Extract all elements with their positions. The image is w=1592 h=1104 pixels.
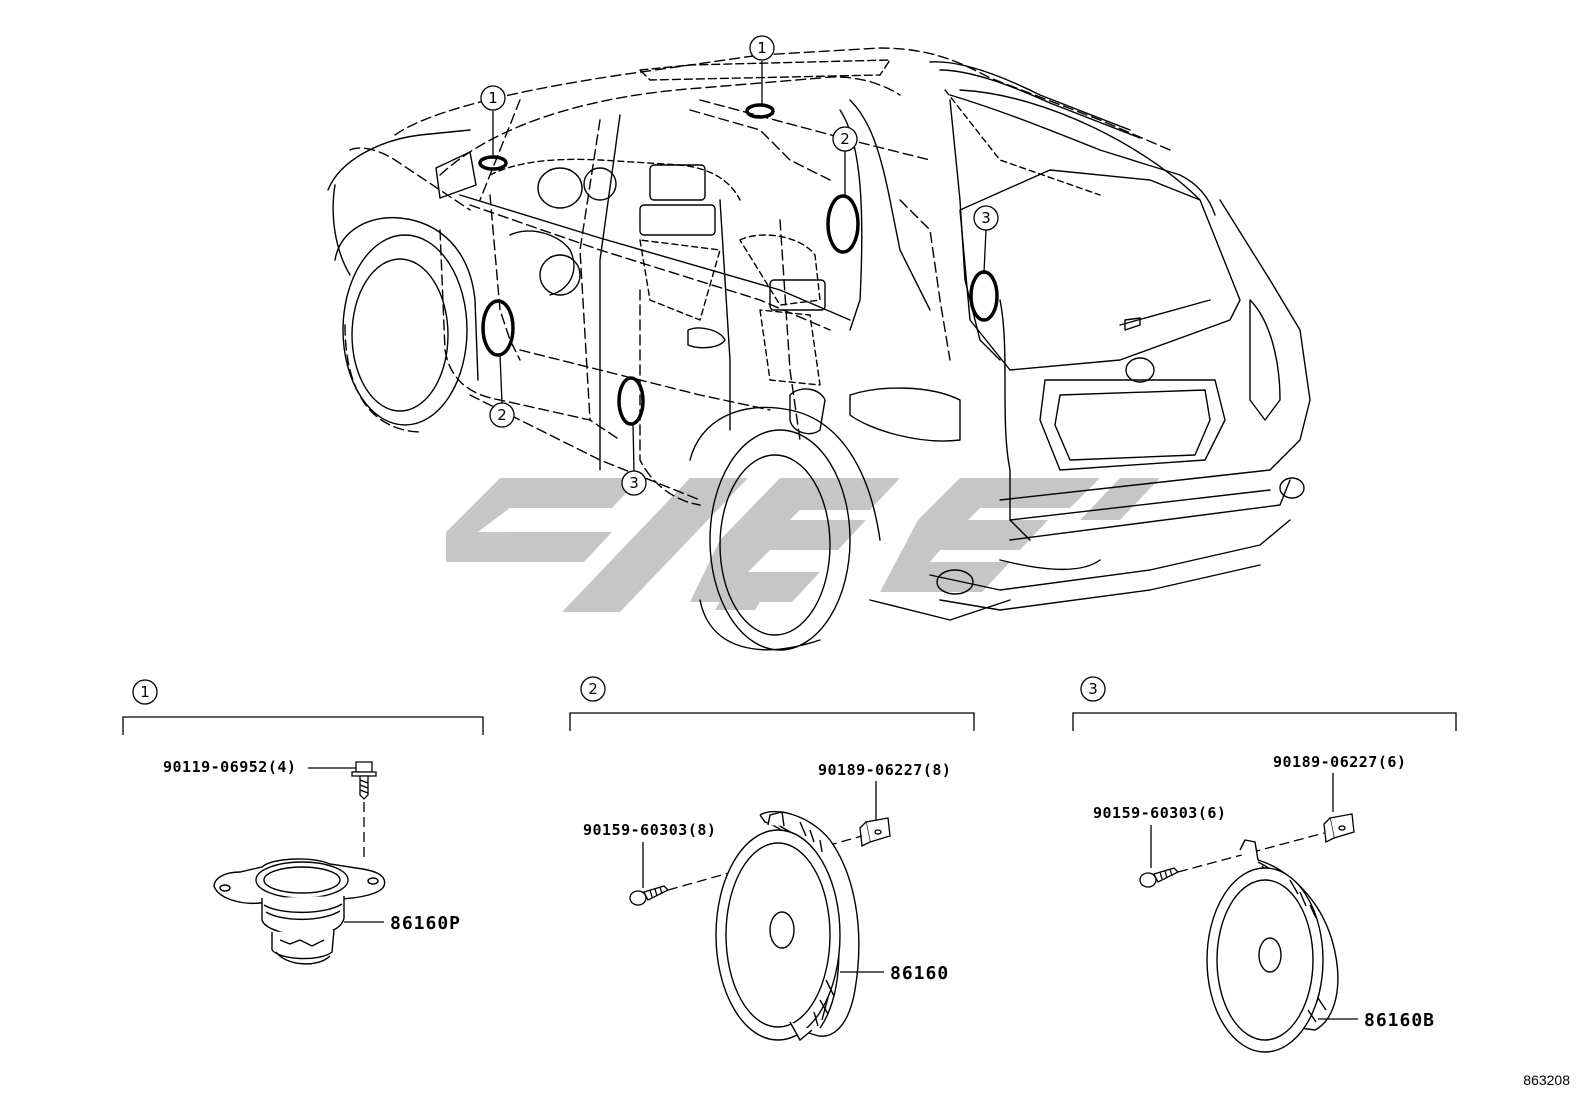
vehicle-outline-icon — [327, 47, 1311, 651]
diagram-reference-number: 863208 — [1523, 1072, 1570, 1088]
rear-speaker-icon — [1206, 839, 1339, 1053]
group-3-bracket — [1072, 712, 1457, 731]
bolt-icon — [351, 761, 377, 800]
front-tweeter-left-ring — [478, 155, 508, 171]
group-1: 1 90119-06952(4) 86160P — [122, 679, 484, 965]
front-tweeter-right-ring — [745, 103, 775, 119]
callout-1-right: 1 — [749, 35, 775, 61]
svg-text:2: 2 — [588, 680, 598, 698]
svg-text:3: 3 — [1088, 680, 1098, 698]
svg-text:3: 3 — [629, 474, 639, 492]
door-speaker-icon — [715, 811, 860, 1042]
vehicle-leader-lines — [492, 61, 987, 472]
part-number-86160: 86160 — [890, 963, 949, 984]
group-3: 3 90189-06227(6) 90159-60303(6) — [1072, 676, 1457, 1053]
watermark-logo-icon — [446, 478, 1160, 612]
callout-2-left: 2 — [489, 402, 515, 428]
screw-icon — [629, 885, 670, 906]
callout-2-right: 2 — [832, 126, 858, 152]
part-number-90159-60303-6: 90159-60303(6) — [1093, 804, 1226, 822]
part-number-90189-06227-6: 90189-06227(6) — [1273, 753, 1406, 771]
part-number-86160B: 86160B — [1364, 1010, 1435, 1031]
svg-text:3: 3 — [981, 209, 991, 227]
callout-1-left: 1 — [480, 85, 506, 111]
group-2: 2 90189-06227(8) 90159-60303(8) — [569, 676, 975, 1042]
front-door-left-ring — [481, 299, 515, 357]
svg-text:1: 1 — [488, 89, 498, 107]
group-2-bracket — [569, 712, 975, 731]
part-number-90189-06227-8: 90189-06227(8) — [818, 761, 951, 779]
tweeter-speaker-icon — [213, 858, 386, 965]
rear-door-right-ring — [969, 270, 999, 322]
rear-door-left-ring — [617, 376, 645, 426]
part-number-90119-06952: 90119-06952(4) — [163, 758, 296, 776]
screw-icon-3 — [1139, 867, 1180, 888]
svg-text:1: 1 — [757, 39, 767, 57]
svg-text:2: 2 — [840, 130, 850, 148]
svg-text:1: 1 — [140, 683, 150, 701]
callout-3-left: 3 — [621, 470, 647, 496]
clip-nut-icon — [859, 817, 891, 847]
group-1-bracket — [122, 716, 484, 735]
callout-3-right: 3 — [973, 205, 999, 231]
clip-nut-icon-3 — [1323, 813, 1355, 843]
group-3-callout: 3 — [1080, 676, 1106, 702]
part-number-86160P: 86160P — [390, 913, 461, 934]
front-door-right-ring — [826, 194, 860, 254]
part-number-90159-60303-8: 90159-60303(8) — [583, 821, 716, 839]
speaker-location-markers — [478, 103, 999, 426]
group-2-callout: 2 — [580, 676, 606, 702]
vehicle-callouts: 1 1 2 2 3 3 — [480, 35, 999, 496]
group-1-callout: 1 — [132, 679, 158, 705]
svg-text:2: 2 — [497, 406, 507, 424]
